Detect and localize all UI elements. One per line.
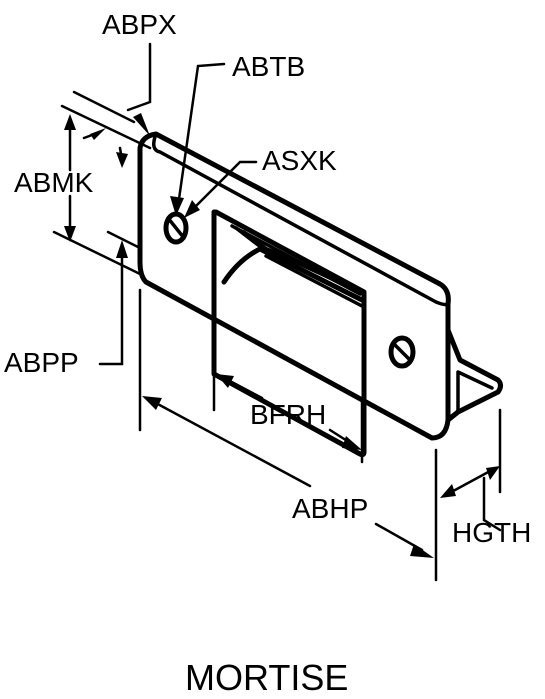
label-abhp: ABHP: [292, 493, 368, 524]
label-abpp: ABPP: [4, 347, 79, 378]
abpp-ext: [106, 230, 142, 250]
label-abtb: ABTB: [232, 51, 305, 82]
abpx-leader: [126, 42, 152, 112]
abpx-arrow: [133, 113, 150, 136]
bfrh-line-left: [226, 378, 264, 400]
abmk-arrow-top: [64, 114, 76, 130]
asxk-arrow: [184, 200, 200, 218]
label-abpx: ABPX: [102, 9, 177, 40]
abhp-arrow-left: [142, 396, 162, 410]
abmk-ext-bottom: [52, 230, 142, 276]
hgth-leader: [482, 476, 502, 532]
abmk-side-arrow: [116, 152, 128, 168]
abmk-arrow-bottom: [64, 226, 76, 242]
abmk-tick-arrow: [90, 128, 106, 140]
strike-lip-edge-2: [264, 254, 364, 308]
plate-top-edge: [152, 132, 450, 307]
label-bfrh: BFRH: [250, 399, 326, 430]
abpx-ext-upper: [60, 104, 152, 150]
lower-screw-hole: [388, 335, 416, 369]
strike-lip-edge: [259, 247, 365, 303]
hgth-arrow-right: [486, 466, 500, 480]
diagram-caption: MORTISE: [185, 657, 348, 698]
abpp-arrow: [116, 240, 128, 258]
dimensions: [52, 42, 502, 582]
plate-outline: [137, 131, 451, 441]
abtb-leader: [176, 62, 226, 208]
abpp-leader: [98, 250, 124, 366]
abpx-ext-lower: [72, 90, 136, 124]
labels: ABPX ABTB ASXK ABMK ABPP BFRH ABHP HGTH …: [4, 9, 531, 698]
abhp-line-left: [152, 400, 312, 488]
plate-lip-inner: [456, 370, 494, 414]
strike-opening-shade: [234, 226, 270, 252]
hgth-arrow-left: [440, 484, 456, 498]
label-hgth: HGTH: [452, 517, 531, 548]
plate-lip: [445, 327, 503, 423]
label-asxk: ASXK: [262, 145, 337, 176]
label-abmk: ABMK: [14, 167, 94, 198]
abtb-arrow: [170, 196, 184, 216]
upper-screw-slot: [166, 216, 186, 240]
bfrh-arrow-left: [216, 374, 234, 388]
lower-screw-slot: [392, 342, 412, 362]
bfrh-arrow-right: [342, 436, 362, 450]
asxk-leader: [190, 160, 258, 212]
abhp-arrow-right: [410, 544, 434, 558]
